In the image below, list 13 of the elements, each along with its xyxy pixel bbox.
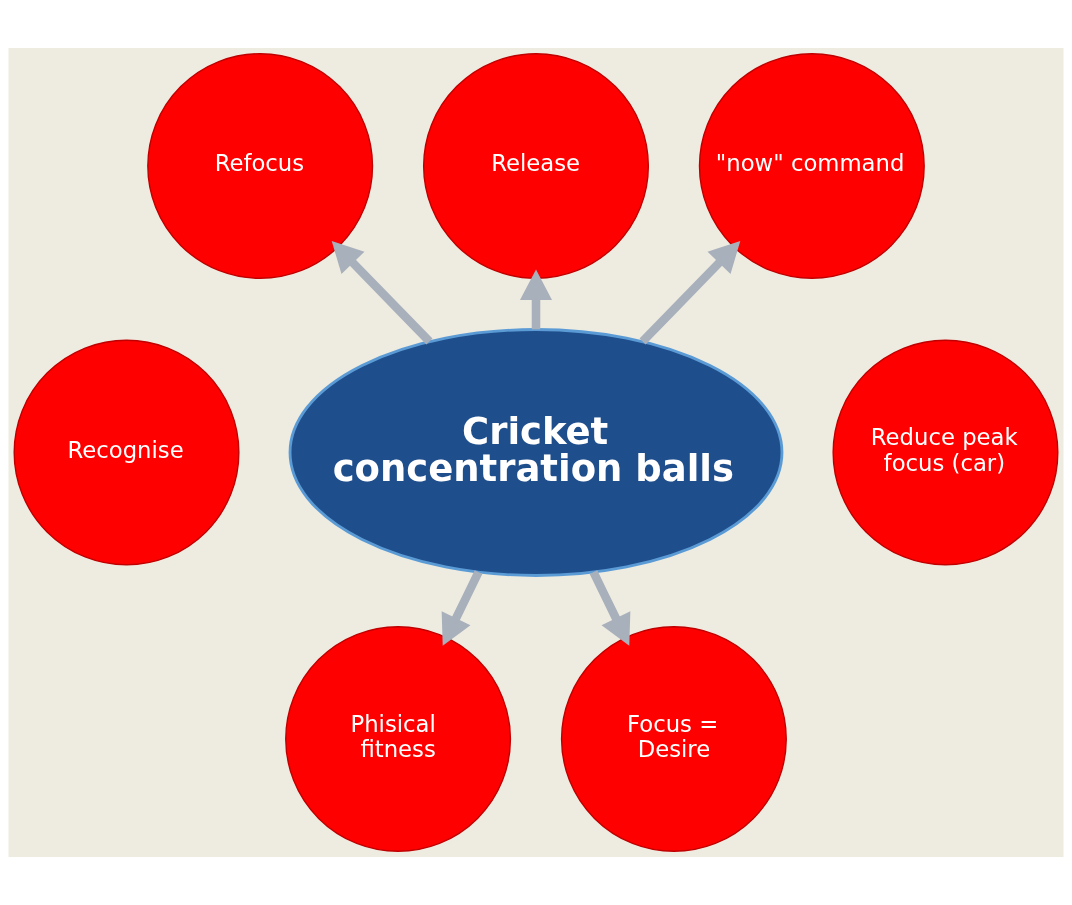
node-circle: Refocus [147,53,374,280]
node-circle: Focus = Desire [560,625,787,852]
arrow [331,241,433,345]
arrow [441,570,483,646]
node-circle: Recognise [13,339,240,566]
node-circle: Phisical fitness [285,625,512,852]
arrow [589,570,631,646]
node-ellipse: Cricket concentration balls [288,328,784,577]
arrow [639,241,741,345]
arrow [520,269,552,330]
node-circle: "now" command [698,53,925,280]
node-circle: Reduce peak focus (car) [832,339,1059,566]
node-circle: Release [422,53,650,280]
